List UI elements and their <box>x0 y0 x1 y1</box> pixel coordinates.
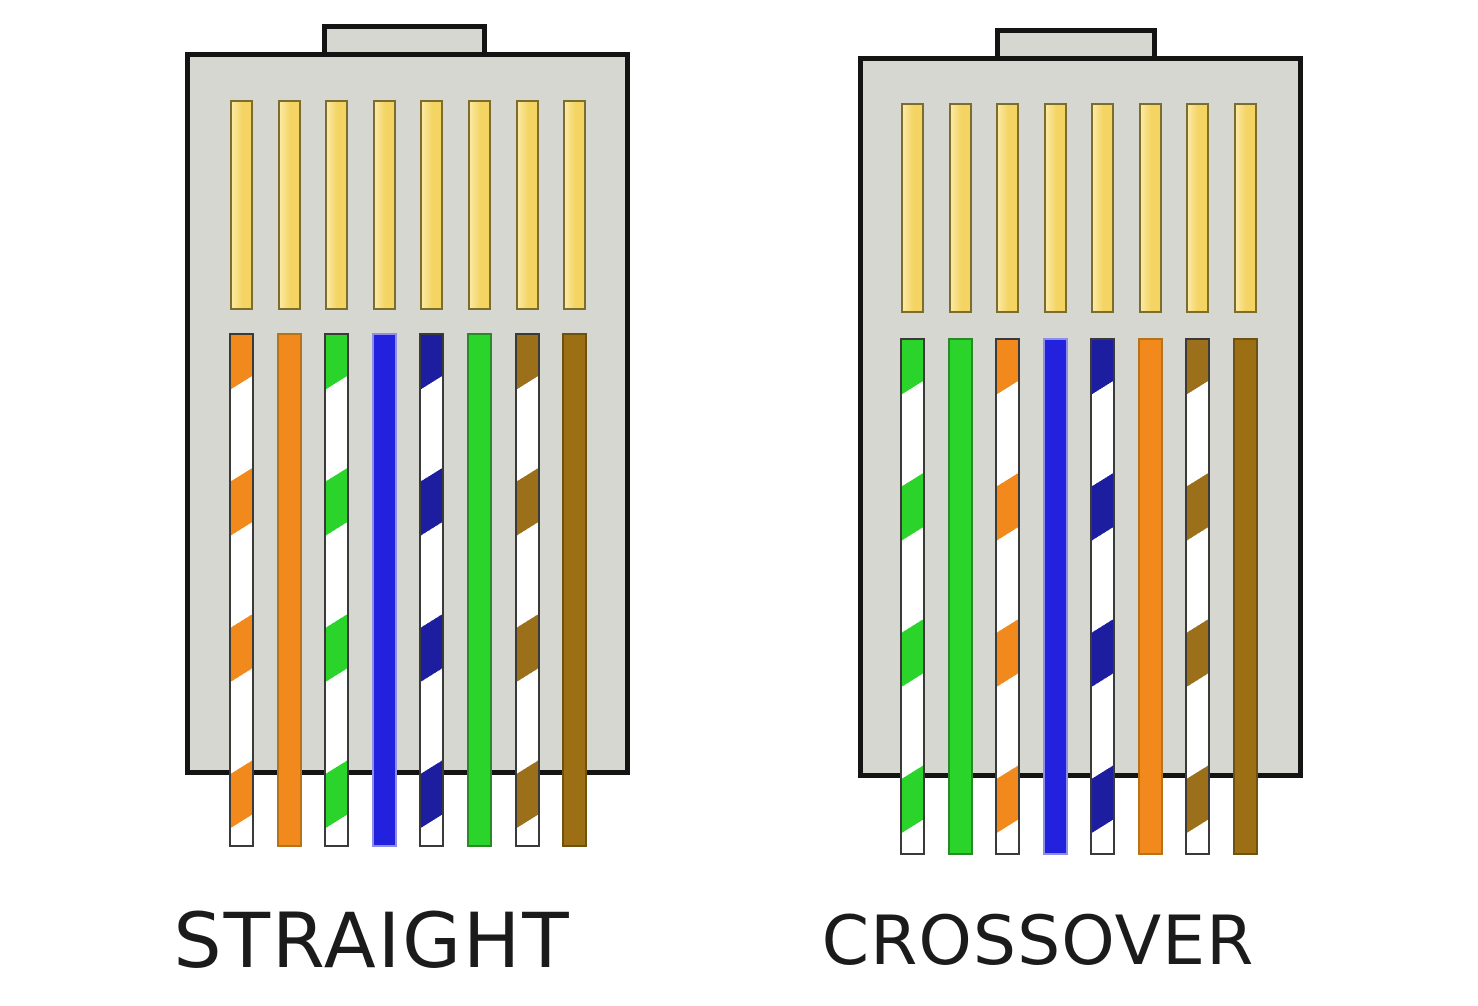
connector-body <box>858 56 1303 778</box>
wire-green <box>947 338 973 855</box>
connector-label: STRAIGHT <box>173 896 571 985</box>
wire-brown <box>1232 338 1258 855</box>
wire-blue <box>371 333 397 847</box>
rj45-pin-7 <box>515 100 539 310</box>
rj45-pin-1 <box>901 103 924 313</box>
rj45-pin-6 <box>468 100 491 310</box>
wire-white-brown <box>514 333 540 847</box>
wire-orange <box>276 333 302 847</box>
rj45-pin-8 <box>1233 103 1257 313</box>
wire-orange <box>1137 338 1163 855</box>
wire-white-green <box>900 338 925 855</box>
rj45-pin-3 <box>325 100 349 310</box>
wire-white-blue <box>419 333 445 847</box>
wire-green <box>467 333 492 847</box>
rj45-pin-4 <box>372 100 396 310</box>
connector-body <box>185 52 630 775</box>
wire-white-blue <box>1090 338 1115 855</box>
wire-white-orange <box>229 333 254 847</box>
wire-white-brown <box>1185 338 1210 855</box>
rj45-pin-2 <box>948 103 972 313</box>
rj45-pin-6 <box>1138 103 1162 313</box>
wire-white-orange <box>995 338 1020 855</box>
rj45-pin-7 <box>1186 103 1209 313</box>
rj45-pin-4 <box>1043 103 1067 313</box>
rj45-pin-8 <box>563 100 587 310</box>
wire-white-green <box>324 333 350 847</box>
rj45-pin-5 <box>1091 103 1114 313</box>
rj45-pin-1 <box>230 100 253 310</box>
wire-brown <box>562 333 588 847</box>
rj45-pin-5 <box>420 100 444 310</box>
connector-label: CROSSOVER <box>821 902 1255 981</box>
rj45-pin-2 <box>277 100 301 310</box>
wire-blue <box>1042 338 1068 855</box>
rj45-pin-3 <box>996 103 1019 313</box>
